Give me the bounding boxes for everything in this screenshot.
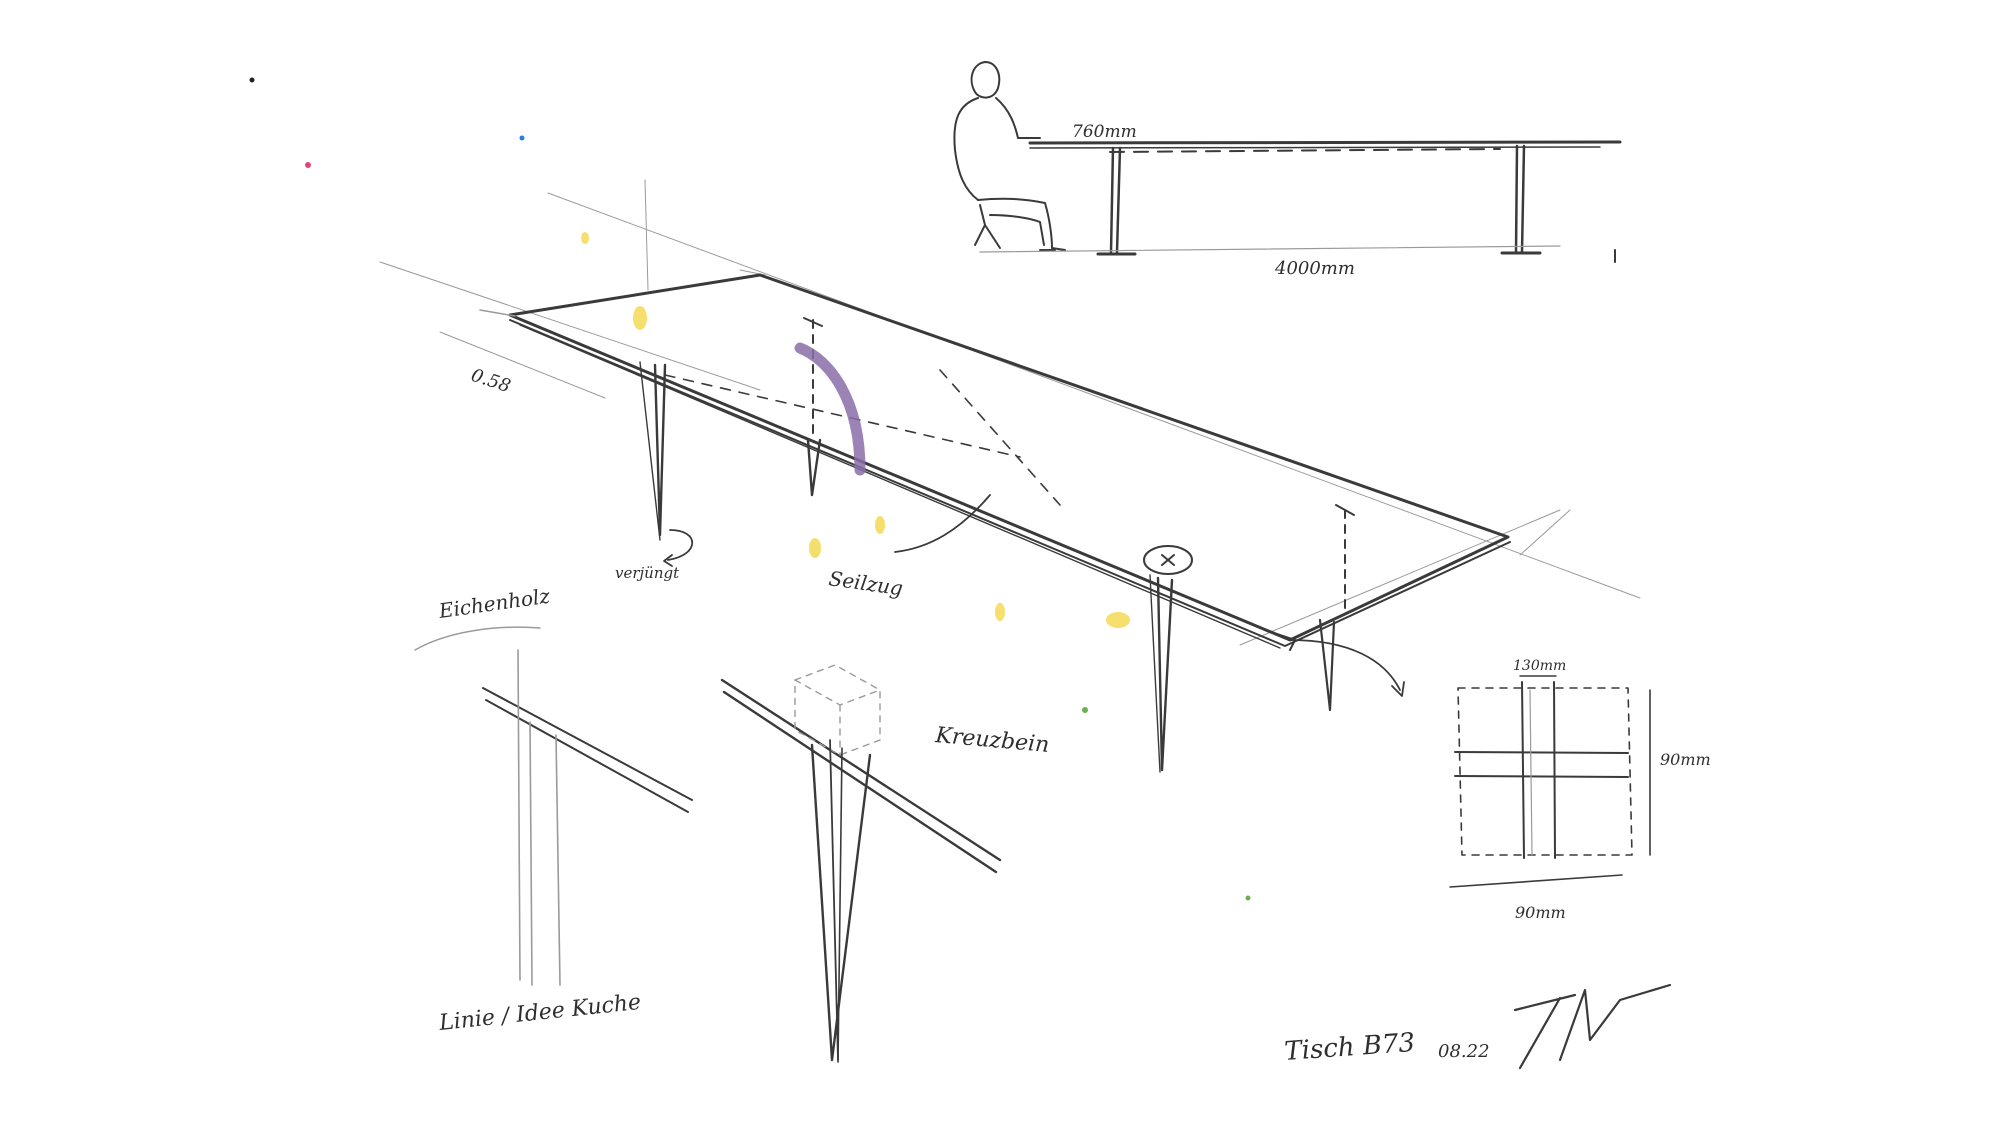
side-view-height-label: 760mm (1072, 122, 1137, 142)
purple-marker-stroke (794, 342, 866, 476)
leg-detail-caption: Linie / Idee Kuche (437, 990, 642, 1036)
cross-section-detail: 130mm 90mm 90mm (1449, 658, 1711, 922)
cable-label: Seilzug (827, 566, 904, 600)
side-view: 760mm 4000mm (953, 61, 1622, 279)
seated-person-figure (953, 61, 1066, 251)
cross-leg-detail: Kreuzbein (720, 664, 1050, 1063)
section-width-label: 90mm (1515, 903, 1566, 922)
sketch-title: Tisch B73 (1283, 1028, 1416, 1067)
section-height-label: 90mm (1660, 750, 1711, 769)
section-top-label: 130mm (1513, 658, 1566, 674)
signature (1513, 983, 1672, 1070)
width-label: 0.58 (468, 365, 513, 397)
leg-detail-label: Eichenholz (436, 584, 551, 624)
sketch-date: 08.22 (1438, 1041, 1490, 1062)
side-view-length-label: 4000mm (1274, 258, 1355, 279)
rotation-label: verjüngt (615, 564, 680, 582)
yellow-marker-dabs (581, 232, 1130, 628)
stray-ink-marks (249, 77, 1251, 901)
sketch-footer: Tisch B73 08.22 (1283, 983, 1672, 1070)
cross-leg-label: Kreuzbein (933, 723, 1050, 758)
leg-concept-detail: Eichenholz Linie / Idee Kuche (414, 584, 693, 1036)
perspective-table: 0.58 verjüngt Seilzug (379, 179, 1641, 773)
